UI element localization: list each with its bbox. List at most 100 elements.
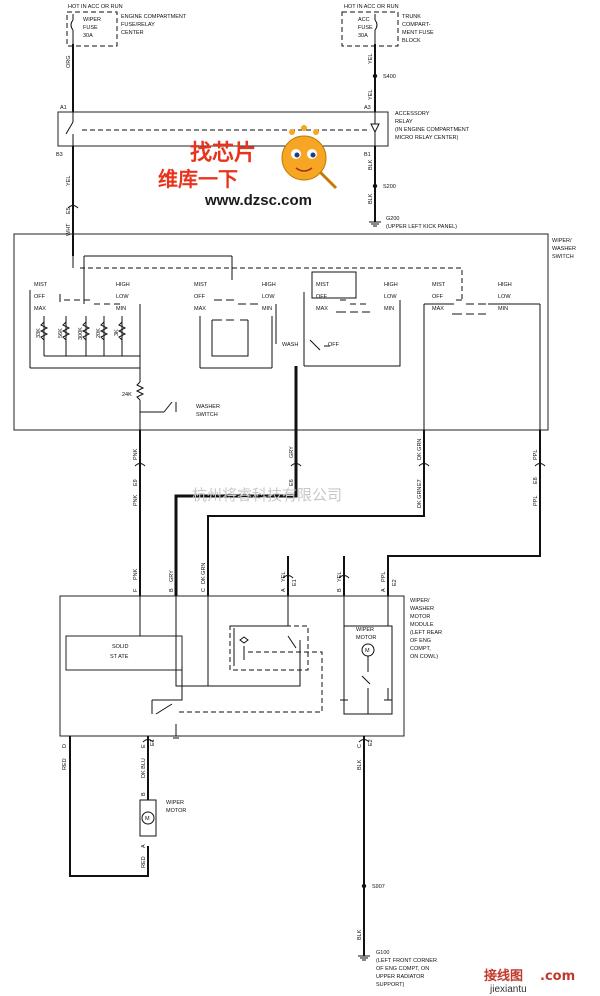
splice-s400-label: S400	[383, 74, 396, 80]
conn-e6-label: E6	[289, 479, 295, 486]
wash-label: WASH	[282, 342, 298, 348]
ground-g100-loc1: (LEFT FRONT CORNER	[376, 958, 437, 964]
ext-motor-wire: RED	[141, 856, 147, 868]
relay-contact	[65, 112, 74, 146]
pin-d-wire: RED	[62, 758, 68, 770]
res-33k: 33K	[36, 328, 42, 338]
ext-motor-body	[139, 799, 157, 837]
relay-box	[57, 111, 389, 147]
pin-c-bottom: C	[357, 744, 363, 748]
ground-g100-loc2: OF ENG COMPT, ON	[376, 966, 429, 972]
s2-high: HIGH	[262, 282, 276, 288]
wire-dkgrn-label: DK GRN	[417, 439, 423, 460]
left-fuse: HOT IN ACC OR RUN WIPER FUSE 30A ENGINE …	[66, 4, 187, 47]
right-fuse-header: HOT IN ACC OR RUN	[344, 4, 399, 10]
module-label7: COMPT,	[410, 646, 431, 652]
s4-high: HIGH	[498, 282, 512, 288]
switch-section-2: MIST OFF MAX HIGH LOW MIN	[194, 282, 277, 369]
right-fuse-line3: 30A	[358, 33, 368, 39]
module-pins: F PNK B GRY C DK GRN A YEL E1 B YEL A PP…	[133, 556, 398, 596]
wiper-washer-switch: WIPER/ WASHER SWITCH MIST OFF MAX HIGH L…	[13, 233, 576, 431]
logo-line2: 维库一下	[158, 167, 238, 191]
r24k-icon	[135, 381, 145, 401]
relay-pin-a3: A3	[364, 105, 371, 111]
module-switch-contact	[151, 666, 183, 715]
switch-box	[13, 233, 549, 431]
wire-dkgrn	[207, 430, 425, 596]
module-label5: (LEFT REAR	[410, 630, 442, 636]
pin-e1: E1	[292, 579, 298, 586]
s3-contacts	[336, 299, 370, 313]
pin-a: A	[281, 588, 287, 592]
s2-mist: MIST	[194, 282, 208, 288]
ground-g100-icon	[358, 955, 370, 961]
pin-e: E	[141, 744, 147, 748]
conn-e1-e2	[282, 575, 350, 579]
s1-high: HIGH	[116, 282, 130, 288]
s2-min: MIN	[262, 306, 272, 312]
s4-off: OFF	[432, 294, 444, 300]
wire-gry-label: GRY	[289, 446, 295, 458]
pin-b2: B	[337, 588, 343, 592]
s4-mist: MIST	[432, 282, 446, 288]
pin-c: C	[201, 588, 207, 592]
s2-off: OFF	[194, 294, 206, 300]
wire-yel-top-label: YEL	[368, 54, 374, 64]
wire-wht-label: WHT	[66, 223, 72, 236]
s3-high: HIGH	[384, 282, 398, 288]
washer-switch-line2: SWITCH	[196, 412, 218, 418]
s3-mist-box	[311, 271, 357, 299]
s3-low: LOW	[384, 294, 397, 300]
bottom-section: D RED E E1 DK BLU C E2 BLK M B A RED WIP…	[62, 736, 437, 988]
left-fuse-line1: WIPER	[83, 17, 101, 23]
solid-state-line2: ST ATE	[110, 654, 129, 660]
ground-g200-icon	[369, 221, 381, 227]
relay-pin-a1: A1	[60, 105, 67, 111]
left-fuse-line3: 30A	[83, 33, 93, 39]
pin-e2: E2	[392, 579, 398, 586]
wire-pnk-label2: PNK	[133, 494, 139, 506]
right-fuse-box	[341, 11, 399, 47]
pin-f-wire: PNK	[133, 568, 139, 580]
res-56k: 56K	[58, 328, 64, 338]
s1-mist: MIST	[34, 282, 48, 288]
s4-max: MAX	[432, 306, 444, 312]
wire-ppl-label: PPL	[533, 450, 539, 460]
relay-label1: ACCESSORY	[395, 111, 430, 117]
module-label1: WIPER/	[410, 598, 430, 604]
switch-section-4: MIST OFF MAX HIGH LOW MIN	[423, 282, 541, 430]
wash-contact	[309, 339, 330, 351]
wire-ppl-label2: PPL	[533, 496, 539, 506]
relay-pin-b1: B1	[364, 152, 371, 158]
relay-pin-b3: B3	[56, 152, 63, 158]
splice-s907	[361, 883, 367, 889]
right-fuse-line2: FUSE	[358, 25, 373, 31]
brand-suffix: .com	[540, 969, 575, 984]
relay-label3: (IN ENGINE COMPARTMENT	[395, 127, 470, 133]
wire-yel-switch-label: YEL	[66, 176, 72, 186]
right-fuse-loc3: MENT FUSE	[402, 30, 434, 36]
module-ground-icon	[171, 735, 181, 739]
jiexiantu-brand: 接线图 .com jiexiantu	[484, 968, 575, 995]
left-fuse-loc1: ENGINE COMPARTMENT	[121, 14, 187, 20]
watermark: 杭州将睿科技有限公司	[192, 486, 342, 504]
s1-off: OFF	[34, 294, 46, 300]
ground-g200-loc: (UPPER LEFT KICK PANEL)	[386, 224, 457, 230]
accessory-relay: A1 A3 B3 B1 ACCESSORY RELAY (IN ENGINE C…	[56, 105, 470, 158]
s3-frame	[303, 292, 401, 367]
s1-low: LOW	[116, 294, 129, 300]
ground-g100-label: G100	[376, 950, 389, 956]
ext-motor-label2: MOTOR	[166, 808, 186, 814]
s1-frame	[29, 290, 141, 369]
conn-e7	[418, 463, 430, 467]
pin-a2: A	[381, 588, 387, 592]
ext-motor-pin-b: B	[141, 792, 147, 796]
conn-e8	[534, 463, 546, 467]
harness: PNK E9 PNK GRY E6 DK GRN E7 DK GRN PPL E…	[133, 366, 546, 596]
wire-blk-ground-label: BLK	[368, 193, 374, 204]
washer-switch-line1: WASHER	[196, 404, 220, 410]
motor-module: WIPER/ WASHER MOTOR MODULE (LEFT REAR OF…	[59, 595, 442, 739]
s4-contacts	[452, 299, 486, 315]
right-fuse-loc1: TRUNK	[402, 14, 421, 20]
